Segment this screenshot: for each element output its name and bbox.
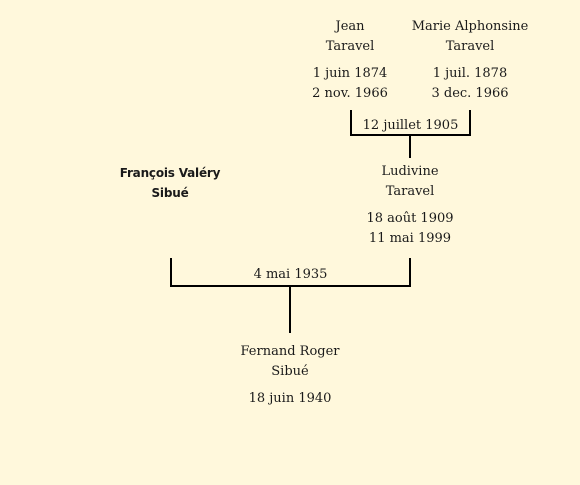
person-first-name: Fernand Roger — [240, 344, 340, 359]
marriage-connector-left-drop — [170, 258, 172, 287]
person-last-name: Sibué — [271, 364, 309, 379]
person-first-name: François Valéry — [119, 166, 221, 180]
child-connector — [409, 136, 411, 158]
marriage-date: 4 mai 1935 — [253, 267, 328, 282]
marriage-connector-bar — [170, 285, 411, 287]
marriage-connector-left-drop — [350, 110, 352, 136]
person-francois-valery-sibue[interactable]: François Valéry Sibué — [100, 163, 240, 203]
person-jean-taravel[interactable]: Jean Taravel 1 juin 1874 2 nov. 1966 — [300, 17, 400, 104]
birth-date: 1 juil. 1878 — [432, 66, 508, 81]
marriage-connector-bar — [350, 134, 471, 136]
person-last-name: Taravel — [445, 39, 495, 54]
birth-date: 18 août 1909 — [366, 211, 454, 226]
death-date: 2 nov. 1966 — [312, 86, 388, 101]
marriage-date: 12 juillet 1905 — [362, 118, 459, 133]
person-ludivine-taravel[interactable]: Ludivine Taravel 18 août 1909 11 mai 199… — [350, 162, 470, 249]
person-first-name: Ludivine — [381, 164, 439, 179]
death-date: 11 mai 1999 — [368, 231, 452, 246]
birth-date: 1 juin 1874 — [312, 66, 388, 81]
person-marie-alphonsine-taravel[interactable]: Marie Alphonsine Taravel 1 juil. 1878 3 … — [405, 17, 535, 104]
person-last-name: Taravel — [325, 39, 375, 54]
marriage-connector-right-drop — [469, 110, 471, 136]
person-last-name: Sibué — [151, 186, 189, 200]
person-fernand-roger-sibue[interactable]: Fernand Roger Sibué 18 juin 1940 — [220, 342, 360, 409]
birth-date: 18 juin 1940 — [248, 391, 332, 406]
person-first-name: Marie Alphonsine — [411, 19, 529, 34]
child-connector — [289, 287, 291, 333]
marriage-connector-right-drop — [409, 258, 411, 287]
death-date: 3 dec. 1966 — [431, 86, 509, 101]
person-first-name: Jean — [335, 19, 365, 34]
person-last-name: Taravel — [385, 184, 435, 199]
